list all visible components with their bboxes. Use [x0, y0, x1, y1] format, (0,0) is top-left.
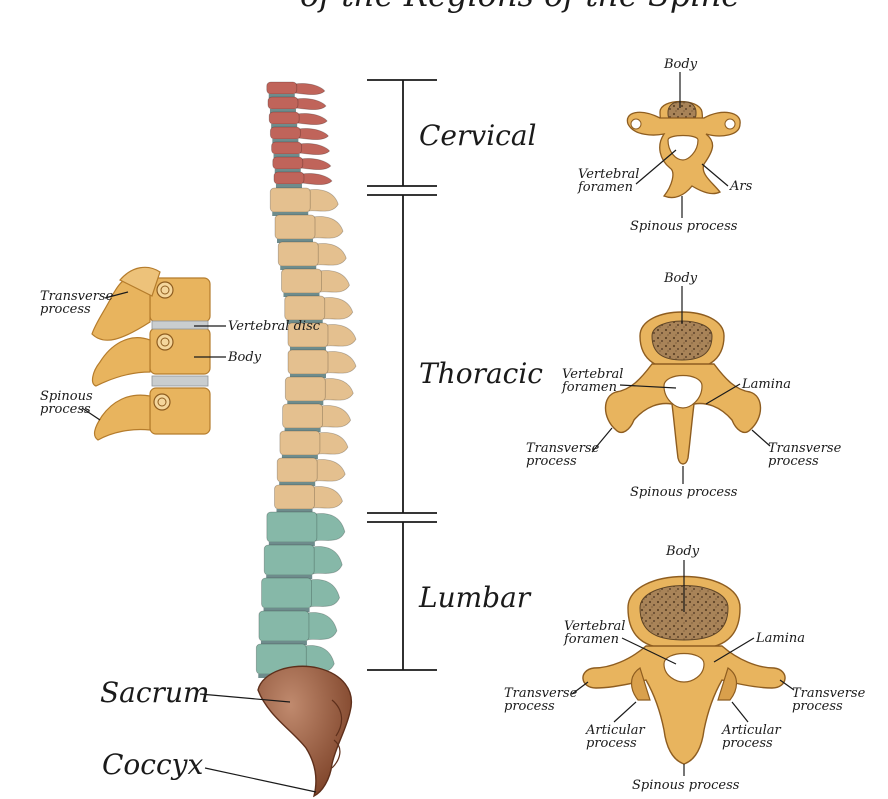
cervical-vertebra-6	[272, 156, 332, 173]
label-lumbar-transverse-right-1: Transverse	[792, 686, 866, 701]
lumbar-vertebra-4	[258, 610, 338, 645]
spine-column	[255, 81, 357, 798]
label-thoracic-spinous: Spinous process	[630, 485, 738, 500]
thoracic-vertebra-2	[274, 214, 344, 243]
cervical-vertebra-2	[267, 96, 327, 113]
label-side-spinous-1: Spinous	[40, 389, 93, 404]
cervical-vertebra-3	[268, 111, 328, 128]
label-cervical-body: Body	[663, 57, 698, 72]
label-thoracic-lamina: Lamina	[741, 377, 791, 392]
thoracic-vertebra-12	[274, 484, 343, 513]
cervical-vertebra: Body Vertebral foramen Ars Spinous proce…	[577, 57, 753, 234]
vertebral-disc	[151, 320, 209, 330]
label-side-spinous-2: process	[40, 402, 91, 417]
sacrum-bone	[257, 665, 352, 798]
cervical-vertebra-4	[269, 126, 329, 143]
cervical-vertebrae	[266, 81, 333, 188]
lumbar-vertebrae	[255, 511, 346, 678]
title-fragment: of the Regions of the Spine	[300, 0, 740, 14]
label-lumbar-articular-right-2: process	[722, 736, 773, 751]
label-cervical-foramen-2: foramen	[577, 180, 633, 195]
leader-sacrum	[199, 693, 291, 703]
cervical-vertebra-5	[271, 141, 331, 158]
label-thoracic: Thoracic	[419, 357, 543, 390]
label-thoracic-transverse-left-2: process	[526, 454, 577, 469]
thoracic-vertebra-1	[269, 187, 339, 216]
cervical-vertebra-7	[273, 171, 333, 188]
thoracic-vertebra-8	[284, 376, 354, 405]
label-lumbar-articular-right-1: Articular	[721, 723, 782, 738]
label-side-body: Body	[227, 350, 262, 365]
label-cervical-foramen-1: Vertebral	[578, 167, 639, 182]
label-lumbar-lamina: Lamina	[755, 631, 805, 646]
label-thoracic-transverse-right-1: Transverse	[768, 441, 842, 456]
thoracic-vertebra-4	[281, 268, 350, 297]
label-lumbar-foramen-2: foramen	[563, 632, 619, 647]
thoracic-vertebra-5	[284, 295, 354, 324]
lumbar-vertebra-1	[266, 511, 346, 546]
thoracic-vertebra-3	[277, 241, 347, 270]
leader-coccyx	[204, 767, 317, 793]
label-lumbar: Lumbar	[418, 581, 532, 614]
label-lumbar-articular-left-1: Articular	[585, 723, 646, 738]
lumbar-vertebra-2	[263, 544, 343, 579]
thoracic-vertebra-7	[287, 349, 357, 378]
thoracic-vertebra-6	[287, 322, 357, 351]
label-side-transverse-2: process	[40, 302, 91, 317]
label-cervical: Cervical	[419, 119, 536, 152]
label-lumbar-body: Body	[665, 544, 700, 559]
side-view-labels: Transverse process Spinous process Verte…	[40, 289, 321, 421]
side-view-vertebrae	[91, 266, 211, 441]
thoracic-vertebra: Body Vertebral foramen Lamina Transverse…	[526, 271, 842, 500]
thoracic-vertebra-9	[282, 403, 352, 432]
thoracic-vertebrae	[269, 187, 357, 513]
label-thoracic-foramen-1: Vertebral	[562, 367, 623, 382]
label-lumbar-articular-left-2: process	[586, 736, 637, 751]
label-cervical-ars: Ars	[729, 179, 753, 194]
label-lumbar-transverse-left-2: process	[504, 699, 555, 714]
label-lumbar-transverse-left-1: Transverse	[504, 686, 578, 701]
cervical-vertebra-1	[266, 81, 326, 98]
label-lumbar-transverse-right-2: process	[792, 699, 843, 714]
lumbar-vertebra-3	[261, 577, 340, 612]
region-brackets	[367, 79, 437, 671]
lumbar-vertebra: Body Vertebral foramen Lamina Transverse…	[504, 544, 866, 793]
thoracic-vertebra-10	[279, 430, 349, 459]
label-coccyx: Coccyx	[102, 748, 203, 781]
label-lumbar-foramen-1: Vertebral	[564, 619, 625, 634]
label-thoracic-transverse-left-1: Transverse	[526, 441, 600, 456]
thoracic-vertebra-11	[276, 457, 346, 486]
label-side-disc: Vertebral disc	[228, 319, 321, 334]
label-thoracic-foramen-2: foramen	[561, 380, 617, 395]
label-cervical-spinous: Spinous process	[630, 219, 738, 234]
label-side-transverse-1: Transverse	[40, 289, 114, 304]
label-sacrum: Sacrum	[100, 676, 210, 709]
label-thoracic-transverse-right-2: process	[768, 454, 819, 469]
label-lumbar-spinous: Spinous process	[632, 778, 740, 793]
label-thoracic-body: Body	[663, 271, 698, 286]
